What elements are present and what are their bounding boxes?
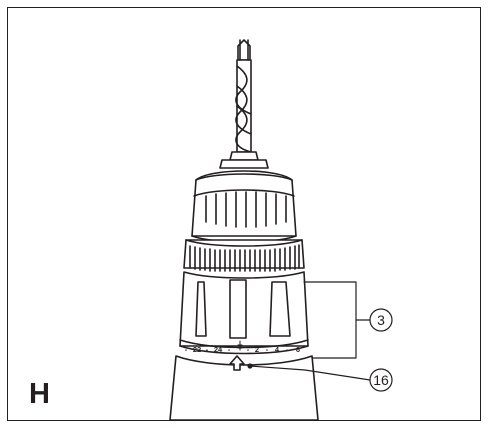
callout-16-leader (247, 363, 371, 381)
setting-arrow-icon (229, 355, 245, 371)
scale-label: - (247, 345, 250, 354)
scale-label: - (266, 345, 269, 354)
drill-bit (235, 39, 252, 153)
torque-scale: - 22 - 24 - - 2 - 4 - 6 (185, 345, 300, 354)
scale-label: - (228, 345, 231, 354)
scale-label: 24 (214, 345, 223, 354)
scale-label: 2 (255, 345, 259, 354)
knurled-ring (183, 239, 305, 272)
scale-label: - (206, 345, 209, 354)
callout-16: 16 (369, 368, 393, 392)
torque-collar (179, 271, 309, 355)
scale-label: 4 (275, 345, 280, 354)
scale-label: 6 (296, 345, 300, 354)
callout-3-label: 3 (377, 312, 385, 328)
drill-housing (169, 355, 319, 421)
drill-symbol-icon (237, 340, 243, 351)
callout-3-leader (303, 281, 371, 359)
scale-label: 22 (193, 345, 201, 354)
chuck-jaws (219, 151, 269, 169)
panel-letter: H (29, 378, 50, 410)
scale-label: - (185, 345, 188, 354)
callout-3: 3 (369, 308, 393, 332)
scale-label: - (286, 345, 289, 354)
chuck-sleeve (191, 170, 297, 243)
callout-16-label: 16 (373, 372, 389, 388)
